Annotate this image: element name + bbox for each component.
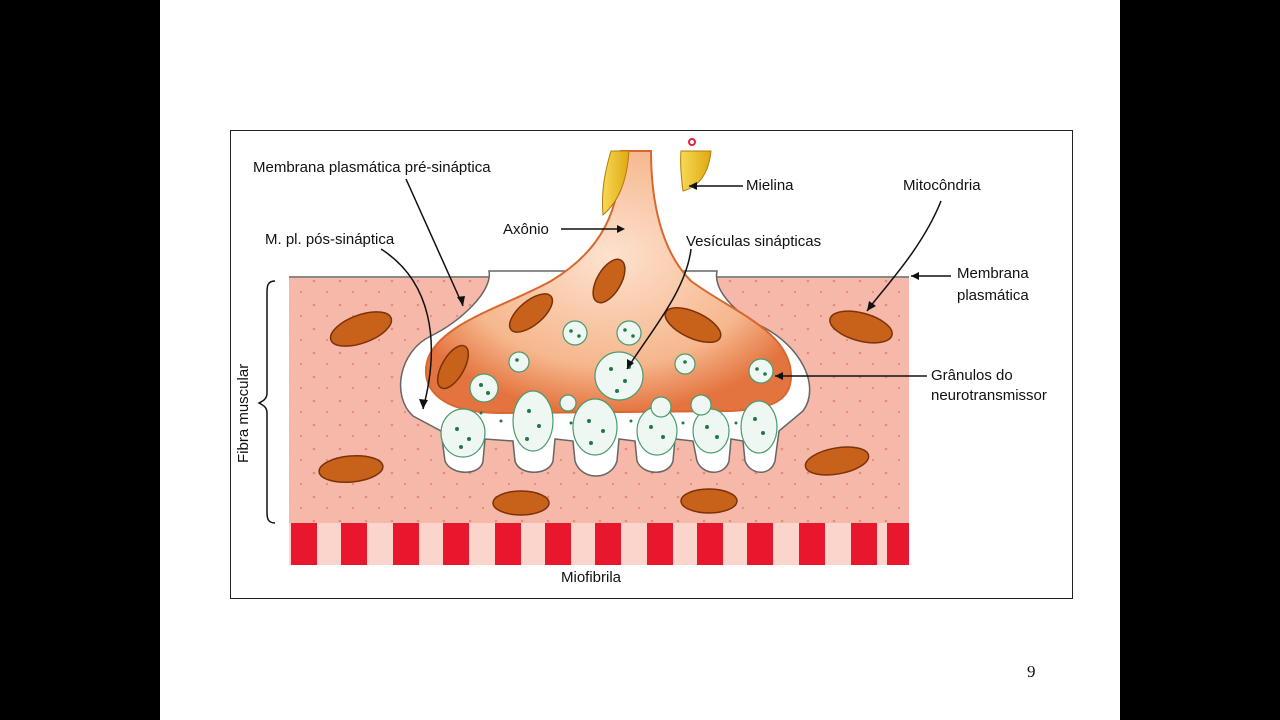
synapse-diagram [257,138,951,565]
label-membrana-plasmatica-1: Membrana [957,265,1029,282]
myelin-left [602,150,630,217]
figure-frame: Membrana plasmática pré-sináptica Mielin… [230,130,1073,599]
mitochondria [318,258,893,516]
label-fibra-muscular: Fibra muscular [235,363,252,463]
label-membrana-pre: Membrana plasmática pré-sináptica [253,159,491,176]
label-granulos-1: Grânulos do [931,367,1013,384]
label-pos-sinaptica: M. pl. pós-sináptica [265,231,395,248]
leader-lines [380,178,951,410]
myelin-right [680,150,712,192]
label-axonio: Axônio [503,221,549,238]
page-number: 9 [1027,662,1036,681]
label-vesiculas: Vesículas sinápticas [686,233,822,250]
arrowheads [419,182,919,409]
release-sites [440,320,778,458]
label-granulos-2: neurotransmissor [931,387,1047,404]
myofibril [289,523,909,565]
label-membrana-plasmatica-2: plasmática [957,287,1029,304]
label-mitocondria: Mitocôndria [903,177,981,194]
cursor-dot [688,138,696,146]
fiber-bracket [257,280,276,524]
label-mielina: Mielina [746,177,794,194]
slide: Membrana plasmática pré-sináptica Mielin… [160,0,1120,720]
label-miofibrila: Miofibrila [561,569,622,586]
